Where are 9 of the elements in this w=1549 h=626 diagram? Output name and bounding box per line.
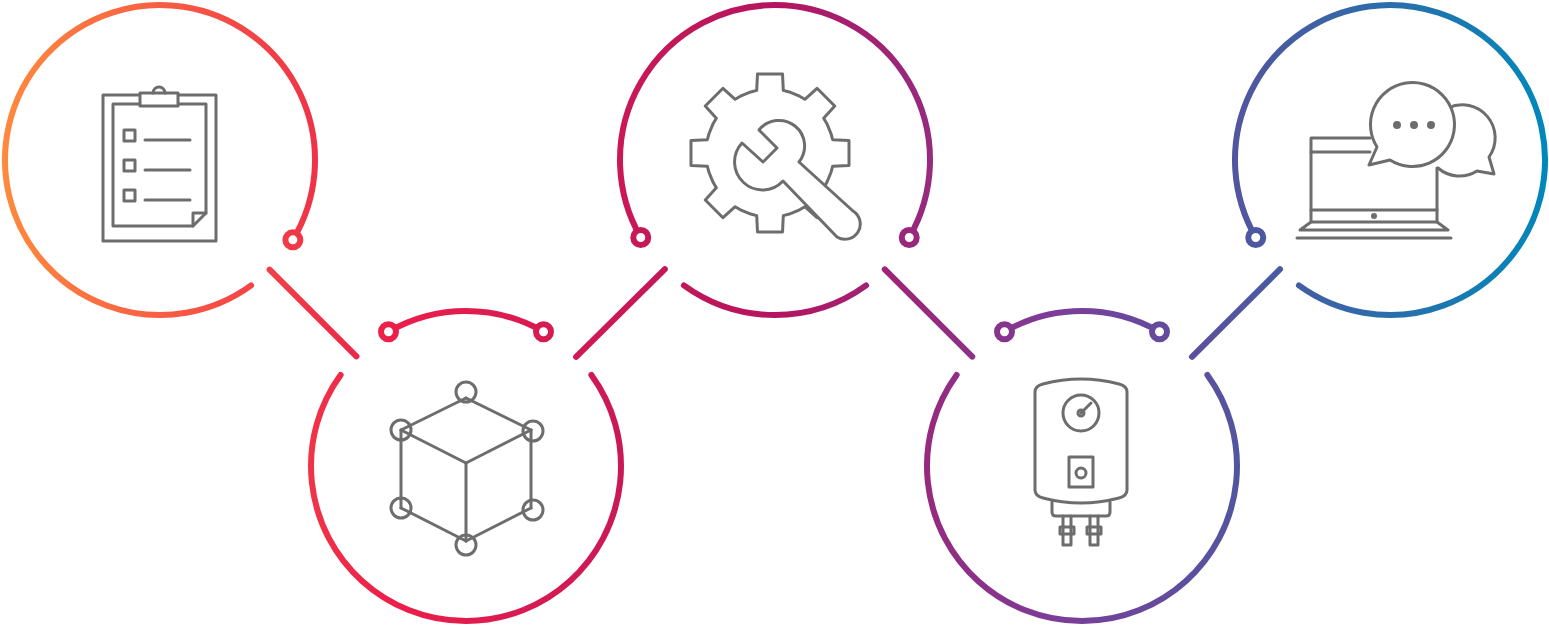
- ring-frame: [1232, 2, 1548, 318]
- connector-line: [881, 266, 976, 360]
- ring-frame: [924, 308, 1240, 624]
- ring-frame: [308, 308, 624, 624]
- ring-frame: [617, 2, 933, 318]
- ring-frame: [2, 2, 318, 318]
- connector-line: [266, 266, 360, 360]
- connector-line: [573, 266, 668, 360]
- connector-line: [1188, 266, 1284, 360]
